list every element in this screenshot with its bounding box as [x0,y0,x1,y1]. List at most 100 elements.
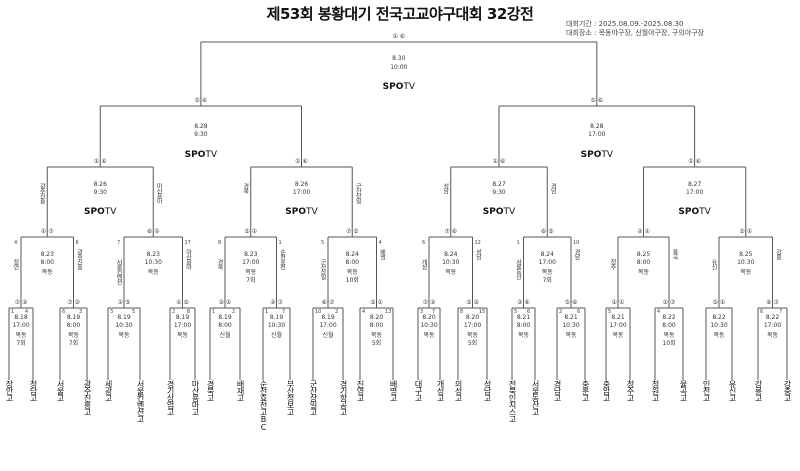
team-name: 경기항공고 [339,380,348,415]
match-venue: 신월 [322,332,334,339]
match-innings: 7회 [246,277,256,284]
team-name: 서울고 [56,380,65,401]
seed-number: 1 [212,309,216,315]
broadcaster-logo: SPOTV [572,150,622,160]
tournament-venue: 대회장소 : 목동야구장, 신월야구장, 구의야구장 [566,29,705,37]
match-marker: ⑤ ⑥ [590,97,604,104]
seed-number: 5 [608,309,612,315]
match-date: 8.20 [422,314,436,321]
match-time: 17:00 [242,259,260,266]
match-venue: 목동 [663,332,675,339]
match-date: 8.19 [66,314,81,321]
winner-name: 광주진흥 [75,249,83,269]
seed-number: 2 [172,309,176,315]
match-date: 8.19 [117,314,131,321]
seed-number: 3 [420,309,424,315]
match-venue: 목동 [740,269,752,276]
match-date: 8.22 [662,314,676,321]
match-date: 8.19 [175,314,190,321]
winner-name: 개성 [420,259,427,269]
match-date: 8.26 [93,181,107,188]
broadcaster-logo-tv: TV [601,150,613,160]
broadcaster-logo: SPOTV [176,150,226,160]
seed-number: 7 [779,309,783,315]
seed-number: 6 [527,309,531,315]
match-marker: ⑥ ⑦ [766,299,779,306]
seed-number: 3 [79,309,83,315]
winner-name: 순천효천 [278,249,286,269]
match-marker: ⑦ ② [14,299,28,306]
seed-number: 5 [321,240,325,246]
seed-number: 7 [432,309,436,315]
match-marker: ① ⑥ [392,33,406,40]
team-name: 율곡고 [679,380,688,401]
match-time: 10:30 [737,259,755,266]
match-marker: ① ⑥ [688,158,701,165]
seed-number: 4 [14,240,18,246]
match-time: 8:00 [218,322,232,329]
match-marker: ① ⑤ [176,299,189,306]
match-date: 8.28 [194,123,208,130]
match-innings: 10회 [345,277,359,284]
seed-number: 4 [657,309,661,315]
winner-name: 청주 [609,259,616,269]
match-marker: ② ① [218,299,232,306]
seed-number: 4 [378,240,382,246]
match-date: 8.24 [444,251,458,258]
match-date: 8.30 [392,55,406,62]
match-marker: ② ⑥ [517,299,530,306]
winner-name: 경남 [549,183,557,193]
broadcaster-logo: SPOTV [374,82,424,92]
seed-number: 4 [362,309,366,315]
match-venue: 목동 [466,332,479,339]
match-time: 8:00 [369,322,384,329]
match-marker: ② ① [637,228,650,235]
match-marker: ⑤ ⑥ [564,299,578,306]
team-name: 인천고 [702,380,711,401]
match-marker: ⑤ ① [370,299,383,306]
match-date: 8.20 [369,314,384,321]
match-date: 8.22 [712,314,726,321]
match-marker: ⑦ ⑥ [444,228,458,235]
match-date: 8.27 [492,181,506,188]
match-marker: ① ⑥ [295,158,308,165]
seed-number: 12 [474,240,481,246]
broadcaster-logo: SPOTV [75,207,125,217]
broadcaster-logo-tv: TV [403,82,416,92]
match-time: 8:00 [516,322,531,329]
winner-name: 서울동산 [514,259,522,279]
seed-number: 7 [117,240,121,246]
team-name: 부산정보고 [286,380,295,415]
match-venue: 목동 [176,332,189,339]
match-marker: ① ⑦ [40,228,54,235]
match-time: 17:00 [12,322,30,329]
winner-name: 강릉 [774,249,782,259]
broadcaster-logo-bold: SPO [285,207,307,217]
match-time: 8:00 [66,322,81,329]
seed-number: 6 [62,309,66,315]
match-time: 17:00 [763,322,782,329]
match-marker: ⑦ ③ [67,299,80,306]
match-date: 8.26 [294,181,309,188]
team-name: 군산상일고 [309,380,318,415]
broadcaster-logo-bold: SPO [84,207,105,217]
match-time: 10:30 [442,259,460,266]
match-venue: 목동 [346,269,358,276]
seed-number: 8 [187,309,191,315]
match-date: 8.21 [564,314,578,321]
match-date: 8.23 [40,251,54,258]
match-date: 8.19 [218,314,232,321]
match-time: 10:30 [115,322,133,329]
match-time: 8:00 [345,259,359,266]
match-marker: ① ⑦ [662,299,676,306]
seed-number: 1 [265,309,269,315]
match-venue: 목동 [445,269,457,276]
winner-name: 군산상일 [354,183,362,203]
broadcaster-logo-tv: TV [503,207,516,217]
match-time: 10:00 [390,64,408,71]
seed-number: 13 [385,309,392,315]
seed-number: 1 [516,240,520,246]
winner-name: 경북 [216,259,223,269]
winner-name: 장안 [12,259,19,269]
